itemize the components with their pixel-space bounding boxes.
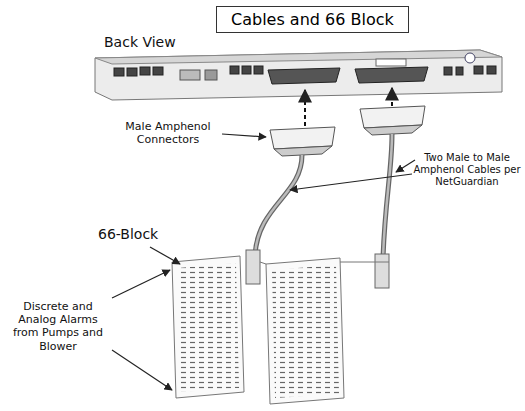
plug-arrow (304, 90, 306, 126)
title-box: Cables and 66 Block (216, 6, 409, 33)
amphenol-cable (255, 134, 392, 258)
diagram-title: Cables and 66 Block (217, 7, 408, 32)
netguardian-unit (95, 50, 502, 100)
callout-label: Two Male to Male Amphenol Cables per Net… (413, 152, 521, 188)
callout-label: 66-Block (98, 226, 188, 243)
callout-label: Discrete and Analog Alarms from Pumps an… (6, 300, 110, 353)
leader-line (112, 134, 415, 390)
plug-arrow (391, 88, 393, 106)
amphenol-connector (270, 106, 425, 156)
punch-block (172, 250, 389, 404)
callout-label: Male Amphenol Connectors (118, 120, 218, 146)
view-label: Back View (104, 34, 214, 51)
